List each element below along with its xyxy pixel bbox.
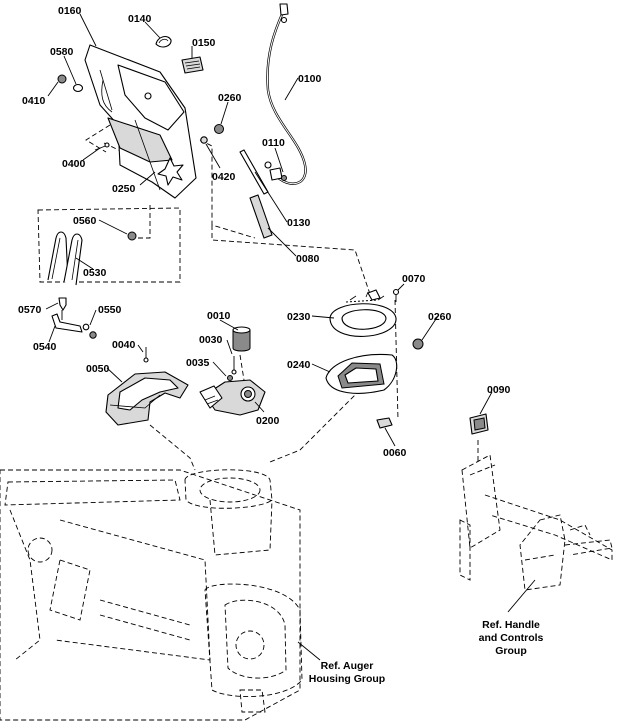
ref-handle-line2: and Controls — [479, 632, 544, 644]
callout-0070: 0070 — [402, 273, 426, 285]
callout-0090: 0090 — [487, 384, 511, 396]
handle-assembly — [459, 454, 613, 591]
callout-0200: 0200 — [256, 415, 280, 427]
ref-auger-line2: Housing Group — [309, 673, 385, 685]
callout-0150: 0150 — [192, 37, 216, 49]
callout-0550: 0550 — [98, 304, 122, 316]
torsion-springs — [47, 231, 83, 286]
ring-hardware — [392, 288, 424, 350]
callout-0040: 0040 — [112, 339, 136, 351]
callout-0080: 0080 — [296, 253, 320, 265]
control-cable — [266, 3, 307, 185]
screw-0040 — [143, 347, 149, 363]
chute-nuts — [200, 124, 224, 144]
callout-0260-lower: 0260 — [428, 311, 452, 323]
callout-0240: 0240 — [287, 359, 311, 371]
ref-handle-line1: Ref. Handle — [482, 619, 540, 631]
switch-0090 — [469, 413, 489, 435]
small-bracket-0060 — [376, 417, 393, 429]
callout-0260-upper: 0260 — [218, 92, 242, 104]
hardware-washer-nut — [57, 74, 84, 93]
ring-gear-teeth — [345, 299, 379, 303]
callout-0410: 0410 — [22, 95, 46, 107]
callout-0130: 0130 — [287, 217, 311, 229]
callout-0230: 0230 — [287, 311, 311, 323]
gearbox-cover — [105, 371, 189, 426]
ring-gear — [329, 289, 397, 337]
chute-motor — [199, 326, 266, 416]
cable-clip — [264, 161, 287, 181]
ref-handle-line3: Group — [495, 645, 527, 657]
callout-0110: 0110 — [262, 137, 285, 149]
callout-0540: 0540 — [33, 341, 57, 353]
discharge-chute — [84, 44, 197, 199]
leader-lines — [45, 13, 536, 661]
callout-labels: 0160 0140 0150 0580 0410 0260 0100 0110 … — [18, 5, 544, 685]
callout-0530: 0530 — [83, 267, 107, 279]
callout-0400: 0400 — [62, 158, 86, 170]
decal-part — [181, 56, 204, 74]
gasket — [325, 353, 398, 394]
callout-0100: 0100 — [298, 73, 322, 85]
callout-0050: 0050 — [86, 363, 110, 375]
rod-and-spring — [239, 149, 273, 239]
callout-0420: 0420 — [212, 171, 236, 183]
callout-0035: 0035 — [186, 357, 210, 369]
callout-0160: 0160 — [58, 5, 82, 17]
callout-0140: 0140 — [128, 13, 152, 25]
callout-0030: 0030 — [199, 334, 223, 346]
tie-strap-part — [155, 35, 172, 48]
auger-housing — [0, 469, 303, 721]
nut-0560 — [127, 231, 137, 241]
bracket-assembly — [51, 297, 97, 339]
callout-0060: 0060 — [383, 447, 407, 459]
callout-0560: 0560 — [73, 215, 97, 227]
bolt-part — [94, 142, 110, 151]
callout-0580: 0580 — [50, 46, 74, 58]
callout-0570: 0570 — [18, 304, 42, 316]
callout-0250: 0250 — [112, 183, 136, 195]
ref-auger-line1: Ref. Auger — [321, 660, 374, 672]
callout-0010: 0010 — [207, 310, 231, 322]
